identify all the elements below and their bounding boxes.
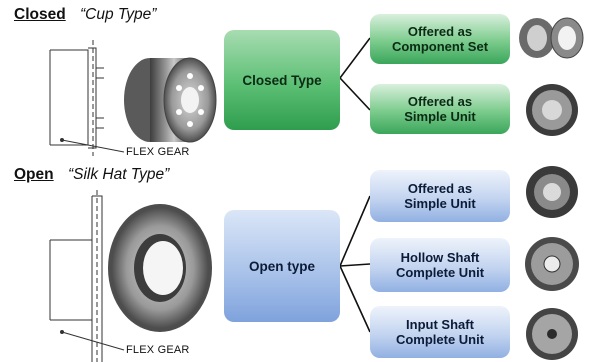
option-line1: Hollow Shaft [400, 250, 480, 265]
open-type-box: Open type [224, 210, 340, 322]
option-line1: Offered as [407, 94, 473, 109]
silk-hat-gear-image [108, 204, 212, 332]
option-line2: Simple Unit [404, 109, 476, 124]
option-line1: Input Shaft [406, 317, 474, 332]
cup-gear-image [124, 57, 217, 143]
closed-type-label: Closed Type [242, 72, 322, 88]
option-component-set: Offered as Component Set [370, 14, 510, 64]
option-line1: Offered as [407, 181, 473, 196]
closed-simple-unit-image [526, 84, 578, 136]
closed-subtitle: “Cup Type” [80, 6, 157, 23]
closed-connectors [339, 37, 371, 111]
option-line1: Offered as [407, 24, 473, 39]
closed-title: Closed [14, 6, 66, 23]
open-connectors [339, 195, 371, 333]
input-shaft-unit-image [526, 308, 578, 360]
option-input-shaft-unit: Input Shaft Complete Unit [370, 306, 510, 358]
component-set-image [519, 17, 584, 59]
option-line2: Complete Unit [395, 332, 485, 347]
open-subtitle: “Silk Hat Type” [67, 166, 170, 183]
option-closed-simple-unit: Offered as Simple Unit [370, 84, 510, 134]
open-title: Open [14, 166, 54, 183]
open-flex-gear-label: FLEX GEAR [126, 344, 190, 356]
cup-type-drawing [49, 40, 125, 156]
hollow-shaft-unit-image [525, 237, 579, 291]
option-line2: Simple Unit [404, 196, 476, 211]
option-hollow-shaft-unit: Hollow Shaft Complete Unit [370, 238, 510, 292]
open-heading: Open “Silk Hat Type” [14, 166, 169, 184]
option-line2: Complete Unit [395, 265, 485, 280]
closed-flex-gear-label: FLEX GEAR [126, 146, 190, 158]
option-line2: Component Set [391, 39, 489, 54]
option-open-simple-unit: Offered as Simple Unit [370, 170, 510, 222]
closed-type-box: Closed Type [224, 30, 340, 130]
closed-heading: Closed “Cup Type” [14, 6, 156, 24]
silk-hat-drawing [49, 190, 125, 362]
open-simple-unit-image [526, 166, 578, 218]
open-type-label: Open type [248, 258, 315, 274]
